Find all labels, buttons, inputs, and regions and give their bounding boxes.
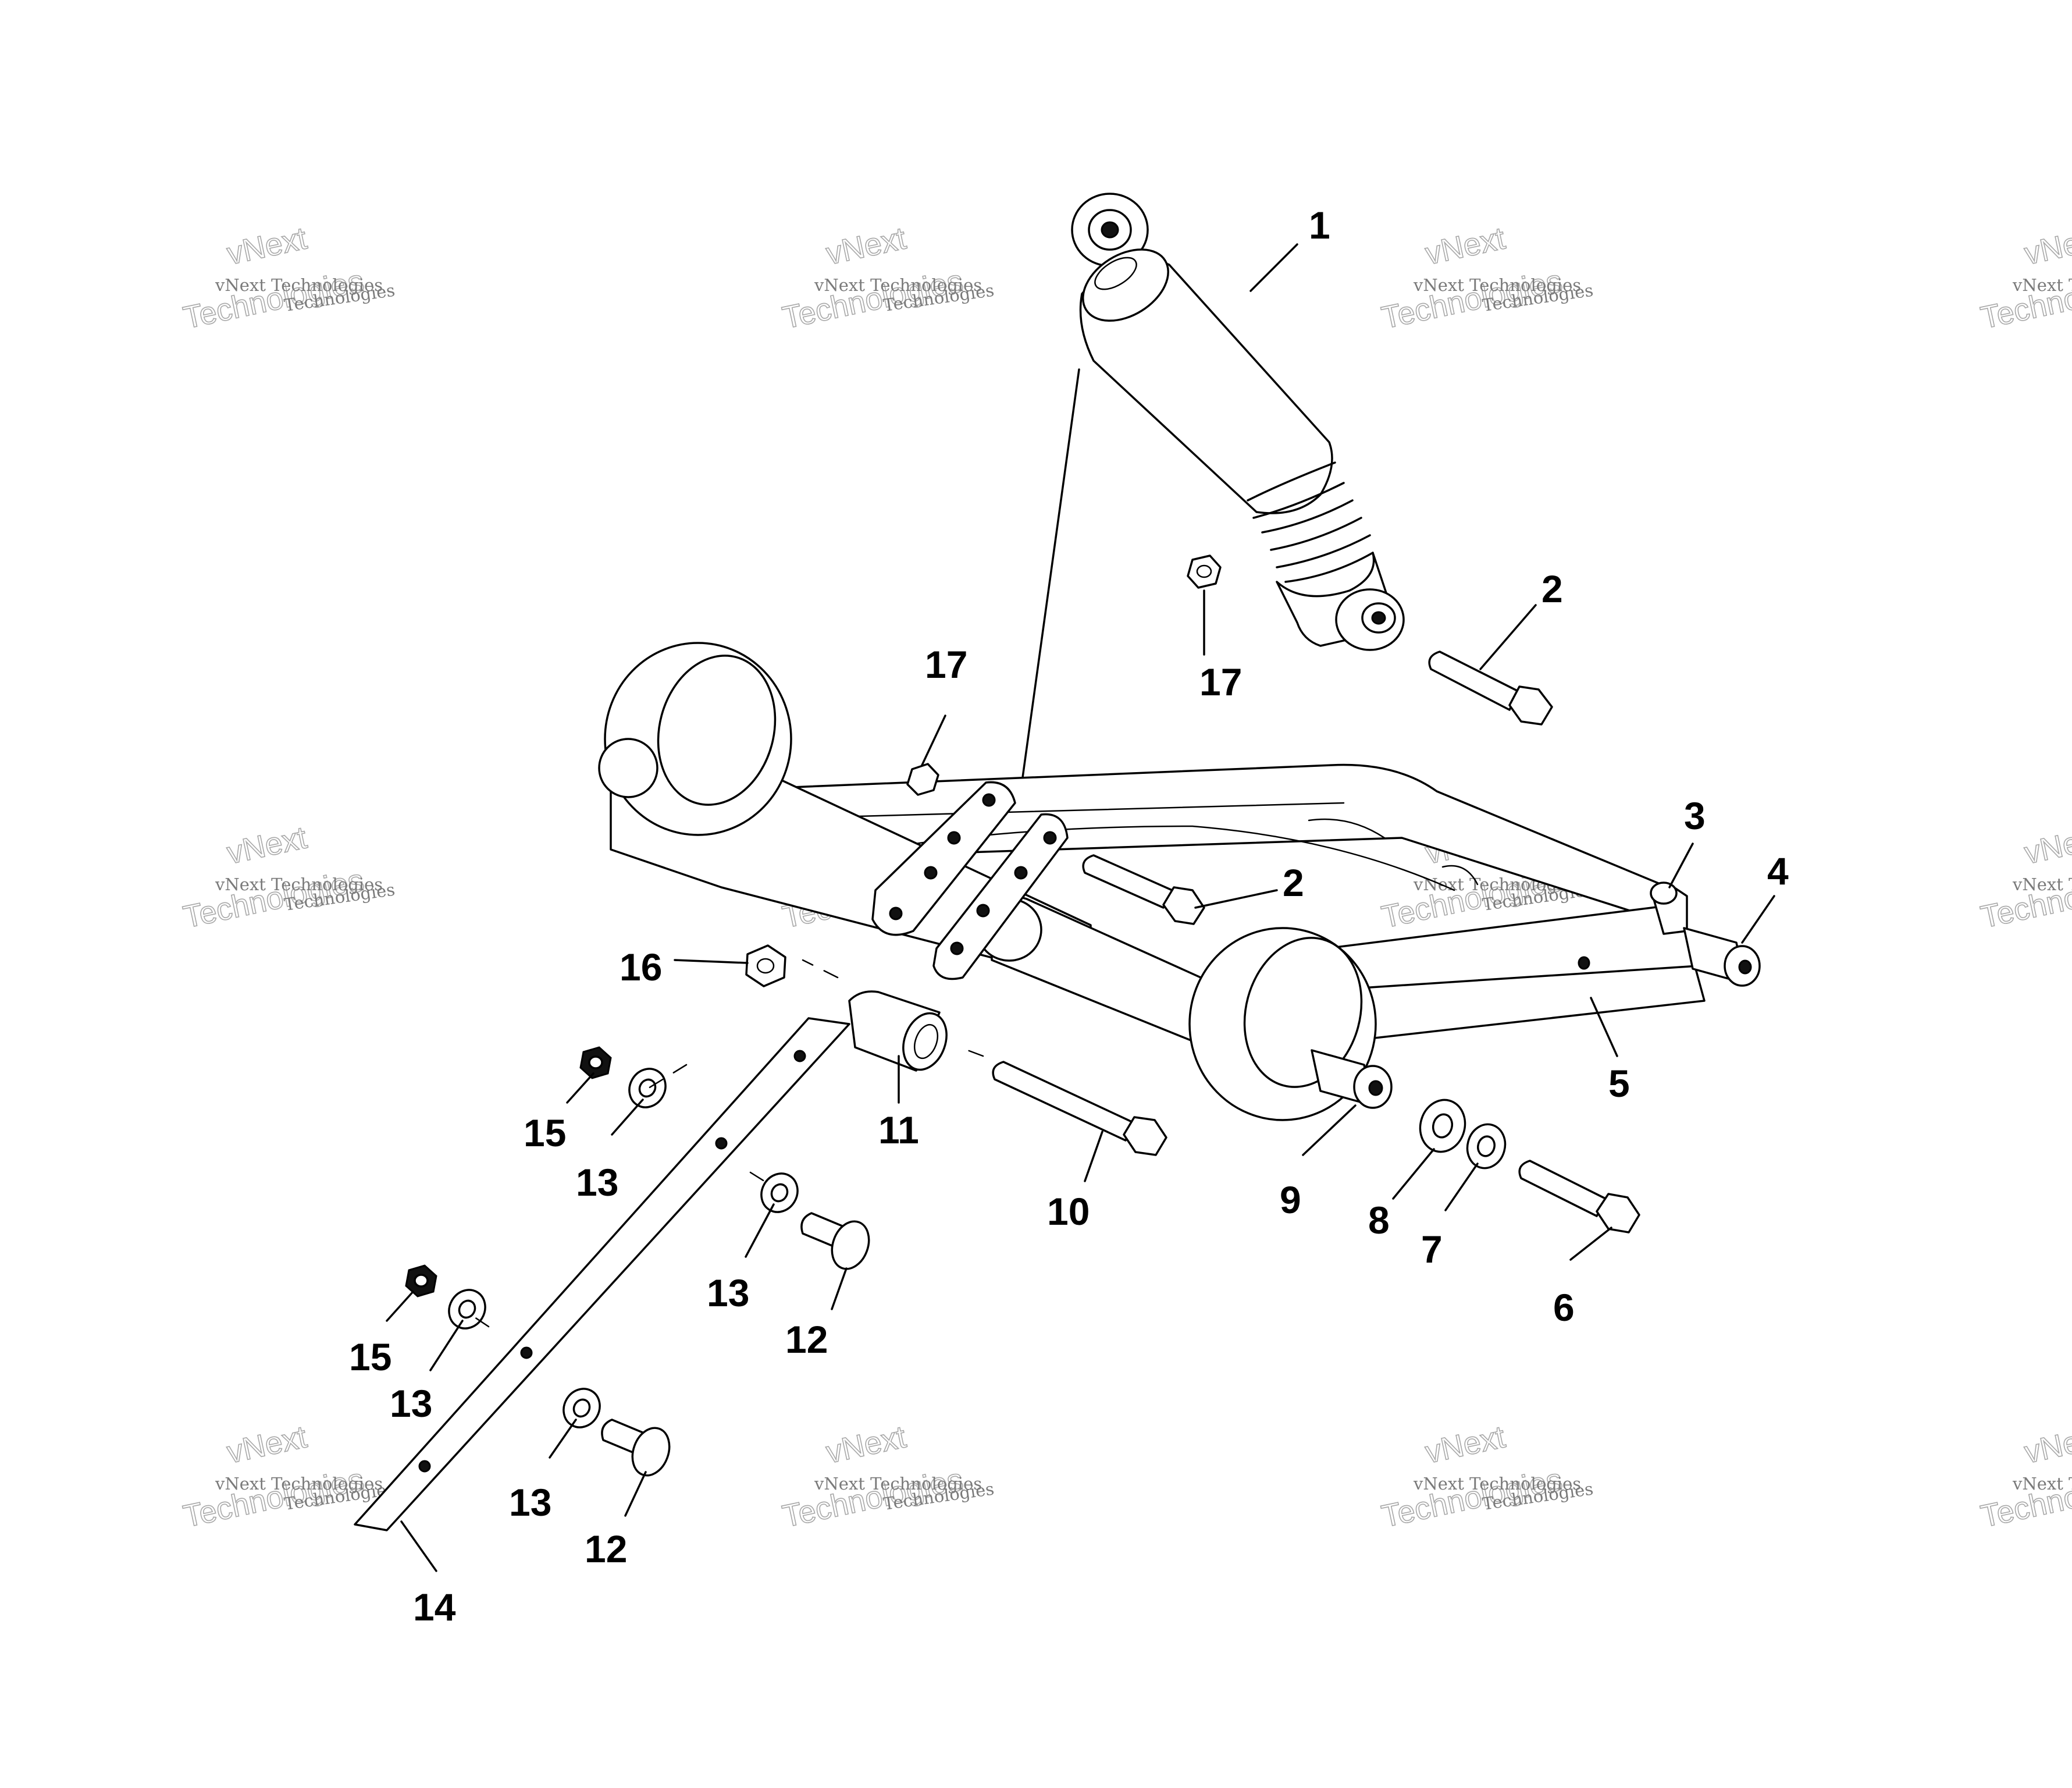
svg-text:Technologies: Technologies [1978, 863, 2072, 935]
svg-text:vNext Technologies: vNext Technologies [215, 1474, 383, 1494]
callout-13-b: 13 [707, 1271, 749, 1314]
callout-11: 11 [878, 1108, 919, 1151]
washer-13-c [448, 1289, 486, 1330]
swing-arm [598, 642, 1706, 1121]
nut-15-lower [405, 1264, 437, 1298]
callout-1: 1 [1309, 204, 1330, 247]
washer-13-b [760, 1172, 799, 1213]
callout-2-upper: 2 [1541, 567, 1563, 610]
svg-text:vNext Technologies: vNext Technologies [1413, 275, 1581, 295]
nut-16 [745, 944, 786, 987]
callout-numbers: 1 2 2 3 4 5 6 7 8 9 10 11 12 12 13 13 13… [349, 204, 1789, 1629]
callout-5: 5 [1608, 1062, 1630, 1105]
nut-15-upper [579, 1046, 612, 1079]
pivot-pin-4 [1683, 927, 1761, 987]
callout-13-d: 13 [509, 1481, 551, 1524]
svg-text:vNext: vNext [224, 221, 310, 271]
svg-text:vNext Technologies: vNext Technologies [2012, 1474, 2072, 1494]
spacer-11 [848, 990, 948, 1072]
svg-text:Technologies: Technologies [1978, 1462, 2072, 1534]
svg-text:vNext: vNext [1422, 221, 1508, 271]
callout-14: 14 [413, 1586, 456, 1629]
bolt-10 [992, 1061, 1167, 1156]
callout-17-shock: 17 [1199, 660, 1242, 703]
svg-text:vNext: vNext [2021, 820, 2072, 870]
rivet-12-lower [601, 1419, 671, 1477]
callout-16: 16 [620, 945, 662, 989]
shock-absorber [1014, 193, 1405, 833]
callout-3: 3 [1684, 794, 1706, 837]
svg-text:vNext: vNext [2021, 221, 2072, 271]
svg-text:vNext Technologies: vNext Technologies [215, 275, 383, 295]
callout-6: 6 [1553, 1286, 1575, 1329]
svg-text:vNext: vNext [224, 1419, 310, 1470]
svg-text:vNext Technologies: vNext Technologies [1413, 1474, 1581, 1494]
washer-7 [1466, 1123, 1507, 1170]
strap-14 [354, 1017, 850, 1531]
callout-15-lower: 15 [349, 1335, 391, 1378]
washer-13-d [562, 1388, 601, 1428]
washer-13-a [628, 1068, 667, 1108]
washer-8 [1419, 1099, 1466, 1153]
svg-text:vNext Technologies: vNext Technologies [215, 875, 383, 894]
callout-2-lower: 2 [1283, 861, 1304, 904]
callout-10: 10 [1047, 1190, 1090, 1233]
callout-13-a: 13 [576, 1161, 618, 1204]
svg-text:vNext Technologies: vNext Technologies [814, 275, 982, 295]
bolt-6 [1518, 1160, 1640, 1234]
svg-text:Technologies: Technologies [1978, 264, 2072, 336]
pivot-pin-9 [1311, 1049, 1393, 1109]
callout-12-lower: 12 [585, 1527, 627, 1570]
callout-17-arm: 17 [925, 643, 967, 686]
nut-17-upper [1187, 554, 1222, 589]
callout-4: 4 [1767, 849, 1789, 893]
bolt-2-lower [1082, 854, 1205, 925]
callout-15-upper: 15 [524, 1111, 566, 1154]
callout-9: 9 [1280, 1178, 1301, 1221]
callout-8: 8 [1368, 1199, 1390, 1242]
svg-text:vNext: vNext [823, 221, 909, 271]
svg-text:vNext: vNext [2021, 1419, 2072, 1470]
callout-13-c: 13 [390, 1382, 432, 1425]
callout-12-upper: 12 [785, 1318, 828, 1361]
svg-text:vNext: vNext [1422, 1419, 1508, 1470]
nut-17-lower [906, 763, 939, 796]
stud-3 [1650, 881, 1678, 905]
rivet-12-upper [800, 1212, 870, 1270]
svg-text:vNext Technologies: vNext Technologies [2012, 875, 2072, 894]
svg-text:vNext Technologies: vNext Technologies [2012, 275, 2072, 295]
svg-text:vNext: vNext [823, 1419, 909, 1470]
leader-lines [386, 243, 1775, 1572]
svg-text:vNext Technologies: vNext Technologies [814, 1474, 982, 1494]
svg-text:vNext: vNext [224, 820, 310, 870]
callout-7: 7 [1421, 1228, 1443, 1271]
bolt-2-upper [1428, 650, 1553, 726]
